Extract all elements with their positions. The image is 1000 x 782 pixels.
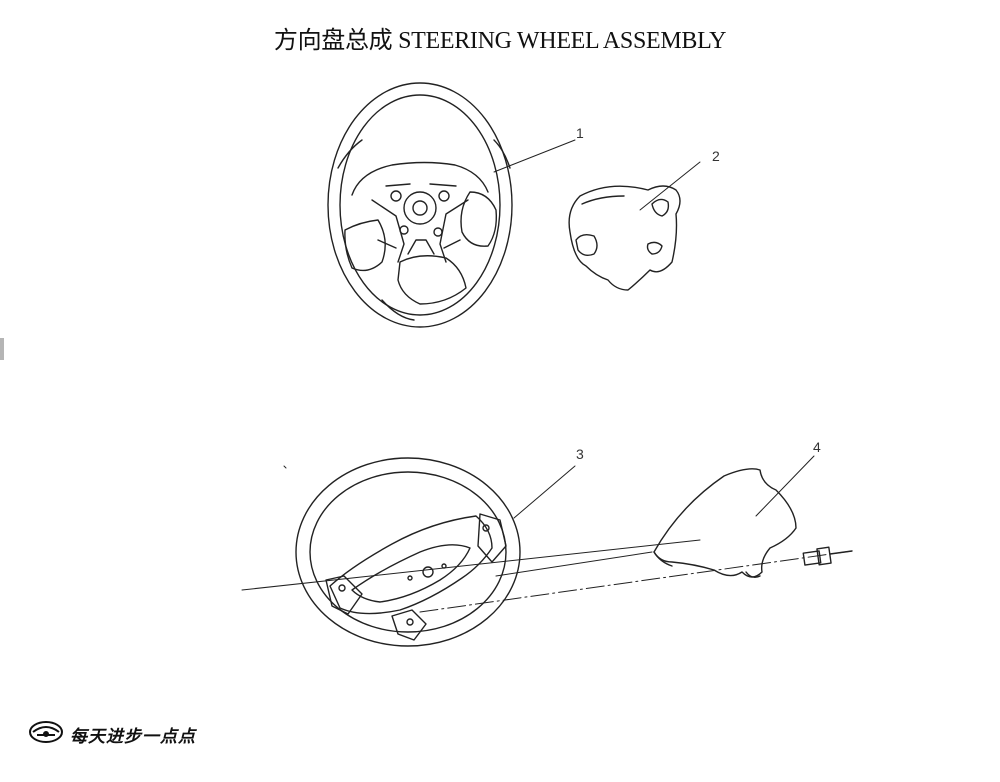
part-3-steering-wheel [295, 457, 521, 647]
part-2-airbag-cover [568, 185, 681, 291]
brand-emblem-icon [28, 720, 64, 749]
callout-4: 4 [813, 439, 821, 455]
callout-3: 3 [576, 446, 584, 462]
brand-slogan: 每天进步一点点 [70, 726, 196, 747]
callout-2: 2 [712, 148, 720, 164]
assembly-axis-lines [241, 539, 853, 613]
scan-edge-mark [0, 338, 4, 360]
part-4-airbag-cover [653, 468, 853, 579]
callout-1: 1 [576, 125, 584, 141]
part-1-steering-wheel [327, 82, 513, 328]
brand-footer: 每天进步一点点 [28, 718, 196, 750]
page-title: 方向盘总成 STEERING WHEEL ASSEMBLY [273, 28, 727, 54]
